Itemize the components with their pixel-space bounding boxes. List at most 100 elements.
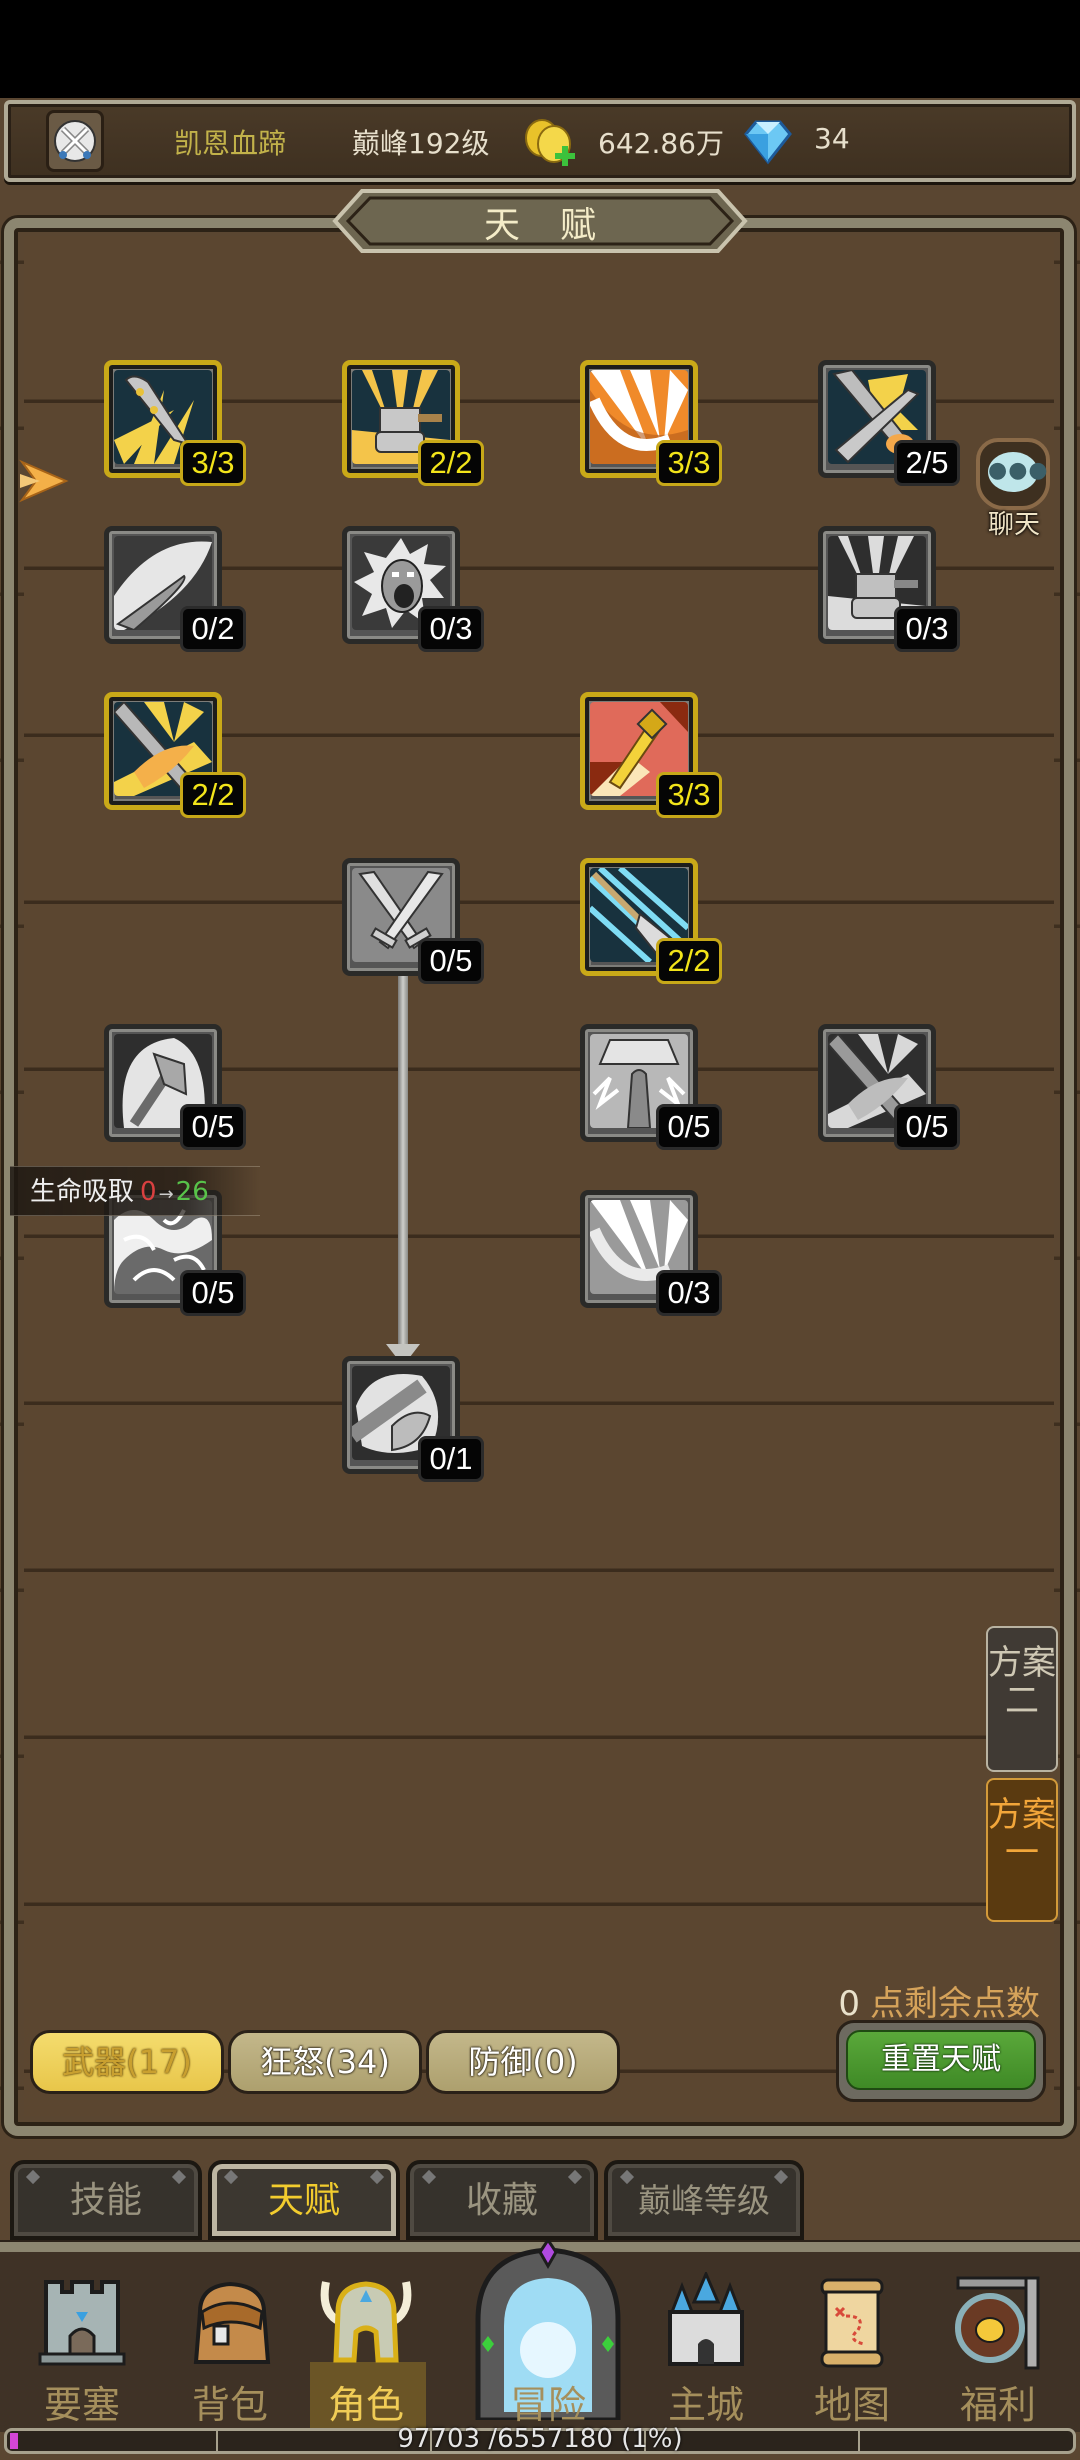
chat-button[interactable]: ●●● 聊天 [976,438,1054,540]
nav-map[interactable]: 地图 [792,2262,912,2430]
stud-icon [25,2169,41,2185]
reset-talents-button[interactable]: 重置天赋 [846,2030,1036,2090]
chat-bubble-icon [988,452,1038,492]
fortress-icon [38,2280,126,2366]
horned-helmet-icon [320,2281,412,2363]
tooltip-new-value: 26 [175,1177,209,1207]
nav-label: 地图 [813,2383,890,2427]
exp-segment-divider [644,2431,646,2451]
nav-welfare[interactable]: 福利 [938,2262,1058,2430]
stud-icon [619,2169,635,2185]
tooltip-stat-label: 生命吸取 [30,1177,135,1207]
gold-coins-plus-icon[interactable] [522,116,580,168]
experience-text: 97703 /6557180 (1%) [397,2424,683,2454]
chat-label: 聊天 [987,510,1040,540]
sword-parry-icon [828,370,926,464]
nav-backpack[interactable]: 背包 [170,2262,290,2430]
tab-label: 技能 [69,2180,142,2221]
talent-node-golden-blade[interactable]: 3/3 [104,360,246,486]
scheme-one-button[interactable]: 方案一 [986,1778,1058,1922]
chat-dots-icon: ●●● [988,458,1049,483]
talent-progress-badge: 3/3 [656,440,722,486]
experience-bar [4,2428,1076,2454]
title-plate [332,189,748,253]
talent-node-lightning-hammer[interactable]: 0/5 [580,1024,722,1150]
talent-node-roar[interactable]: 0/3 [342,526,484,652]
tab-skills[interactable]: 技能 [10,2160,202,2240]
talent-node-flaming-dagger[interactable]: 3/3 [580,692,722,818]
category-defense-button[interactable]: 防御(0) [426,2030,620,2094]
talent-node-great-axe[interactable]: 0/1 [342,1356,484,1482]
talent-progress-badge: 0/5 [894,1104,960,1150]
tab-label: 天赋 [267,2180,340,2221]
scheme-two-button[interactable]: 方案二 [986,1626,1058,1772]
talent-node-hammer-burst[interactable]: 2/2 [342,360,484,486]
talent-node-axe-swing[interactable]: 0/5 [104,1024,246,1150]
tab-collection[interactable]: 收藏 [406,2160,598,2240]
talent-progress-badge: 0/3 [656,1270,722,1316]
experience-fill [10,2433,18,2449]
diamond-icon [744,120,792,165]
great-axe-icon [352,1366,450,1460]
talent-progress-badge: 0/5 [656,1104,722,1150]
exp-segment-divider [216,2431,218,2451]
talent-node-blade-slash[interactable]: 0/2 [104,526,246,652]
tooltip-old-value: 0 [140,1177,157,1207]
nav-fortress[interactable]: 要塞 [22,2262,142,2430]
expand-arrow-icon[interactable] [18,456,70,506]
stud-icon [773,2169,789,2185]
talent-node-golden-sword-strike[interactable]: 2/2 [104,692,246,818]
talent-progress-badge: 0/3 [894,606,960,652]
talent-progress-badge: 2/2 [656,938,722,984]
peak-level: 巅峰192级 [352,127,490,160]
blade-slash-icon [114,536,212,630]
fire-slash-icon [590,1200,688,1294]
stud-icon [369,2169,385,2185]
stud-icon [567,2169,583,2185]
nav-label: 要塞 [43,2383,120,2427]
talent-progress-badge: 0/5 [180,1104,246,1150]
tab-label: 收藏 [465,2180,538,2221]
talent-progress-badge: 0/2 [180,606,246,652]
talent-progress-badge: 0/1 [418,1436,484,1482]
lightning-hammer-icon [590,1034,688,1128]
exp-segment-divider [430,2431,432,2451]
talent-progress-badge: 0/5 [418,938,484,984]
exp-segment-divider [858,2431,860,2451]
talent-node-sword-strike[interactable]: 0/5 [818,1024,960,1150]
stud-icon [421,2169,437,2185]
talent-progress-badge: 2/2 [418,440,484,486]
gold-amount: 642.86万 [598,127,724,160]
nav-label: 冒险 [509,2383,586,2427]
talent-progress-badge: 0/3 [418,606,484,652]
talent-node-sword-parry[interactable]: 2/5 [818,360,960,486]
player-avatar[interactable] [46,110,104,172]
category-fury-button[interactable]: 狂怒(34) [228,2030,422,2094]
player-name: 凯恩血蹄 [174,127,287,160]
nav-adventure[interactable]: 冒险 [475,2240,621,2430]
tab-talents[interactable]: 天赋 [208,2160,400,2240]
remaining-points-label: 点剩余点数 [870,1984,1040,2024]
talent-node-ice-spear[interactable]: 2/2 [580,858,722,984]
talent-progress-badge: 3/3 [656,772,722,818]
tab-peak-level[interactable]: 巅峰等级 [604,2160,804,2240]
talent-node-fire-slash-2[interactable]: 0/3 [580,1190,722,1316]
category-weapon-button[interactable]: 武器(17) [30,2030,224,2094]
talent-node-crossed-swords[interactable]: 0/5 [342,858,484,984]
talent-progress-badge: 2/2 [180,772,246,818]
golden-blade-slash-icon [114,370,212,464]
talent-progress-badge: 0/5 [180,1270,246,1316]
talent-node-hammer-burst-2[interactable]: 0/3 [818,526,960,652]
nav-character[interactable]: 角色 [306,2262,426,2430]
resource-bar [4,100,1076,182]
active-nav-highlight [310,2362,426,2428]
nav-main-city[interactable]: 主城 [646,2262,766,2430]
nav-label: 福利 [959,2383,1036,2427]
talent-progress-badge: 2/5 [894,440,960,486]
talent-node-fire-slash[interactable]: 3/3 [580,360,722,486]
nav-label: 角色 [327,2383,404,2427]
gong-coin-icon [955,2276,1040,2370]
castle-icon [668,2272,744,2366]
